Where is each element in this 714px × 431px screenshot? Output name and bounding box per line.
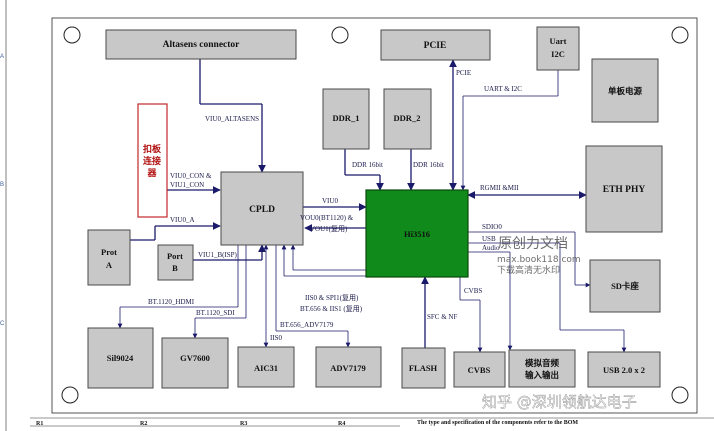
altasens-connector-block: Altasens connector [105,29,297,60]
watermark-zhihu-author: 知乎 @深圳领航达电子 [482,393,637,411]
mounting-hole-top-mid [331,26,349,44]
footer-table: R1 R2 R3 R4 The type and specification o… [30,420,578,427]
sil9024-label: Sil9024 [107,353,134,363]
adv7179-block: ADV7179 [315,346,382,388]
port-b-label-2: B [172,263,178,273]
port-a-block: Prot A [87,229,131,286]
wire-label-pcie: PCIE [456,69,471,77]
mounting-hole-bottom-left [61,386,79,404]
hi3516-block: Hi3516 [365,189,469,278]
flash-block: FLASH [401,347,446,389]
wire-label-cvbs: CVBS [464,287,482,295]
wire-label-bt656-adv: BT.656_ADV7179 [280,321,334,329]
footer-col-1: R1 [36,421,43,427]
adv7179-label: ADV7179 [330,363,365,373]
wire-label-rgmii: RGMII &MII [480,184,519,192]
footer-caption: The type and specification of the compon… [417,420,578,426]
wire-label-sdio0: SDIO0 [482,223,502,231]
wire-label-iis0-spi: IIS0 & SPI1(复用) [305,293,359,302]
watermark-brand: 原创力文档 [498,236,568,252]
cpld-block: CPLD [220,171,304,246]
sd-card-block: SD卡座 [589,259,661,313]
watermark-site: max.book118.com [497,255,581,265]
cvbs-block: CVBS [453,351,506,388]
mounting-hole-bottom-right [671,386,689,404]
ddr1-block: DDR_1 [322,88,370,150]
wire-label-ddr16-1: DDR 16bit [352,161,383,169]
mounting-hole-top-left [63,26,81,44]
port-a-label-1: Prot [101,247,117,257]
wire-label-audio: Audio [482,244,500,252]
eth-phy-label: ETH PHY [603,185,646,195]
audio-label-2: 输入输出 [525,370,559,380]
wire-label-uart-i2c: UART & I2C [484,85,522,93]
wire-label-usb: USB [482,235,496,243]
wire-label-viu0-altasens: VIU0_ALTASENS [205,115,259,123]
altasens-connector-label: Altasens connector [163,40,241,50]
power-label: 单板电源 [608,86,643,96]
wire-label-bt1120-hdmi: BT.1120_HDMI [148,298,195,306]
wire-label-viu0: VIU0 [322,197,338,205]
aic31-block: AIC31 [237,346,295,388]
eth-phy-block: ETH PHY [585,145,663,233]
gv7600-block: GV7600 [161,337,229,389]
daughter-connector-label-2: 连接 [143,155,161,166]
port-b-block: Port B [157,244,194,281]
ddr2-block: DDR_2 [383,88,432,150]
uart-i2c-block: Uart I2C [536,26,580,71]
audio-block: 模拟音频 输入输出 [508,349,576,388]
pcie-block: PCIE [380,29,491,61]
cvbs-label: CVBS [468,365,491,375]
i2c-label: I2C [551,49,565,59]
wire-label-bt656-iis1: BT.656 & IIS1 (复用) [300,304,363,313]
border-tick-b: B [0,182,4,188]
wire-label-vou0: VOU0(BT1120) & [300,214,354,222]
footer-col-4: R4 [338,421,345,427]
wire-label-ddr16-2: DDR 16bit [413,161,444,169]
cpld-label: CPLD [249,205,275,215]
wire-label-iis0: IIS0 [270,334,283,342]
flash-label: FLASH [409,363,438,373]
border-tick-c: C [0,321,5,327]
hi3516-label: Hi3516 [404,229,430,239]
port-a-label-2: A [106,260,113,270]
audio-label-1: 模拟音频 [525,358,560,368]
gv7600-label: GV7600 [180,353,210,363]
footer-col-3: R3 [240,421,247,427]
pcie-label: PCIE [424,41,447,51]
daughter-connector-label-1: 扣板 [143,143,162,154]
wire-label-viu1-b: VIU1_B(ISP) [198,251,238,259]
usb-label: USB 2.0 x 2 [603,365,645,375]
wire-label-vou1: VOU1(复用) [310,224,348,233]
border-tick-a: A [0,54,4,60]
power-block: 单板电源 [591,58,659,123]
wire-label-viu0-con: VIU0_CON & [170,172,212,180]
mounting-hole-top-right [671,26,689,44]
aic31-label: AIC31 [254,363,278,373]
port-b-label-1: Port [167,251,183,261]
wires [117,59,627,353]
wire-label-sfc-nf: SFC & NF [427,313,457,321]
daughter-connector-label-3: 器 [146,168,157,178]
sil9024-block: Sil9024 [87,327,154,389]
usb-block: USB 2.0 x 2 [587,351,661,388]
ddr1-label: DDR_1 [333,113,360,123]
wire-label-viu1-con: VIU1_CON [170,181,204,189]
wire-labels: VIU0_ALTASENS PCIE UART & I2C DDR 16bit … [148,69,522,342]
wire-label-viu0-a: VIU0_A [170,216,195,224]
board-outline [51,17,698,414]
watermark-book118: 原创力文档 max.book118.com 下载高清无水印 [497,236,581,276]
footer-col-2: R2 [140,421,147,427]
wire-label-bt1120-sdi: BT.1120_SDI [196,309,235,317]
sd-card-label: SD卡座 [611,281,639,291]
ddr2-label: DDR_2 [394,113,421,123]
daughter-connector-block: 扣板 连接 器 [137,103,168,218]
uart-label: Uart [550,36,567,46]
watermark-slogan: 下载高清无水印 [497,264,560,276]
